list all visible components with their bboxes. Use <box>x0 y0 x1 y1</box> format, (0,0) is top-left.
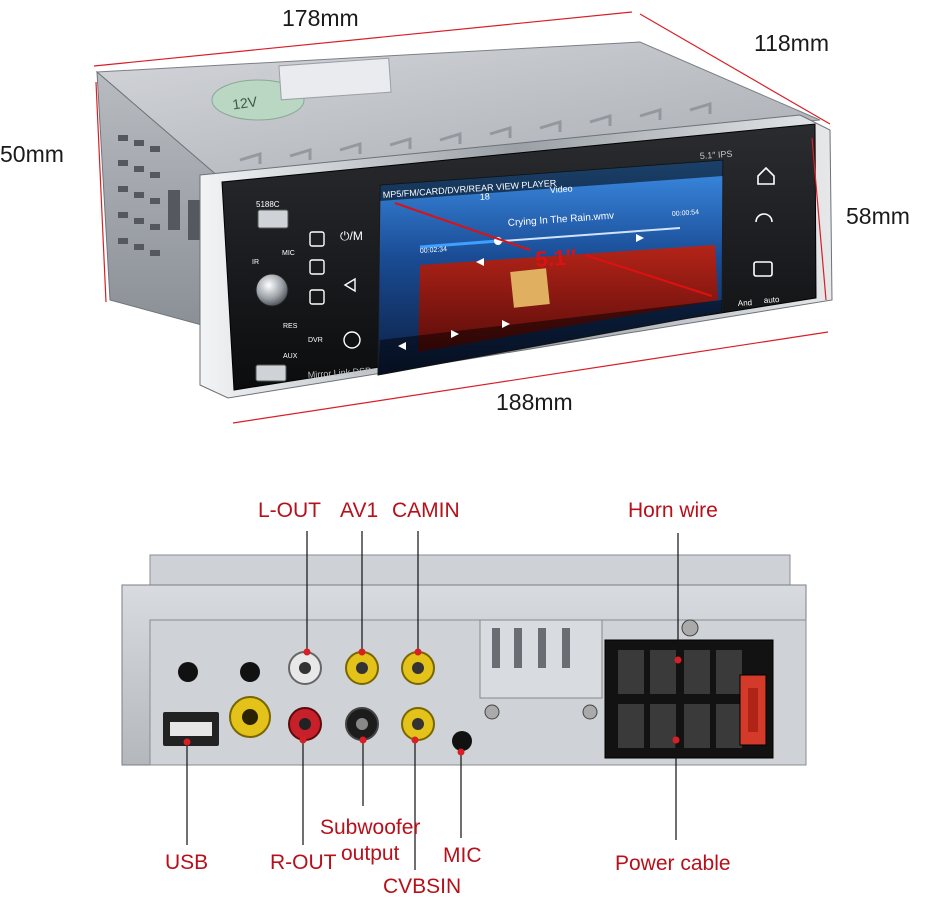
menu-button-icon[interactable] <box>309 231 325 247</box>
sticker-text: 12V <box>231 93 259 112</box>
mic-label: MIC <box>282 250 295 257</box>
voice-button-icon[interactable] <box>343 331 361 349</box>
label-power-cable: Power cable <box>615 852 731 875</box>
label-horn-wire: Horn wire <box>628 499 718 522</box>
screen-controls[interactable] <box>398 234 644 350</box>
play-icon <box>451 330 459 338</box>
label-camin: CAMIN <box>392 499 460 522</box>
dim-left-height: 50mm <box>0 141 64 167</box>
model-label: 5188C <box>256 200 280 209</box>
head-unit-perspective: 12V MP5/FM/CARD/DVR/REAR VIEW PLAY <box>93 11 833 424</box>
mode-button-icon[interactable] <box>309 259 325 275</box>
progress-fill <box>419 239 499 249</box>
fast-forward-icon <box>502 320 510 328</box>
label-usb: USB <box>165 851 209 874</box>
label-av1: AV1 <box>340 499 379 522</box>
home-icon[interactable] <box>757 166 775 185</box>
dvr-screen-icon[interactable] <box>753 261 773 277</box>
label-l-out: L-OUT <box>258 499 321 522</box>
label-mic: MIC <box>443 844 482 867</box>
head-unit-rear <box>121 531 807 870</box>
aux-label: AUX <box>283 353 298 360</box>
screen-time-total: 00:00:54 <box>672 209 700 218</box>
usb-port-front[interactable] <box>257 209 289 229</box>
label-subwoofer-line1: Subwoofer <box>320 816 421 839</box>
os-badge: And <box>738 298 753 308</box>
screen-size-overlay: 5.1″ <box>535 244 578 272</box>
label-r-out: R-OUT <box>270 851 337 874</box>
next-icon <box>636 234 644 242</box>
screen-spec: 5.1″ IPS <box>699 149 732 161</box>
label-cvbsin: CVBSIN <box>383 875 462 898</box>
return-icon[interactable] <box>343 277 356 293</box>
dim-depth: 118mm <box>754 30 829 56</box>
screen-time-elapsed: 00:02:34 <box>420 246 448 255</box>
label-subwoofer: Subwoofer output <box>320 815 420 867</box>
usb-port-front-2[interactable] <box>255 364 287 382</box>
prev-icon <box>476 258 484 266</box>
ir-label: IR <box>252 259 259 266</box>
dvr-button-label[interactable]: DVR <box>308 337 323 344</box>
res-label: RES <box>283 323 298 330</box>
branding-text: Mirror Link DSP <box>307 366 371 380</box>
aux-hole-2 <box>240 662 260 682</box>
screen-mode: Video <box>549 183 573 195</box>
call-icon[interactable] <box>755 213 773 223</box>
label-subwoofer-line2: output <box>341 842 400 865</box>
mic-jack[interactable] <box>452 731 472 751</box>
dim-right-height: 58mm <box>846 203 910 229</box>
screen-volume: 18 <box>479 191 490 202</box>
os-badge-2: auto <box>764 295 781 305</box>
nav-button-icon[interactable] <box>309 289 325 305</box>
rewind-icon <box>398 342 406 350</box>
aux-hole <box>178 662 198 682</box>
dim-bottom-width: 188mm <box>496 389 573 415</box>
volume-knob[interactable] <box>255 273 289 307</box>
power-mode-button[interactable]: ⏻/M <box>340 229 363 243</box>
dim-top-width: 178mm <box>282 5 359 31</box>
